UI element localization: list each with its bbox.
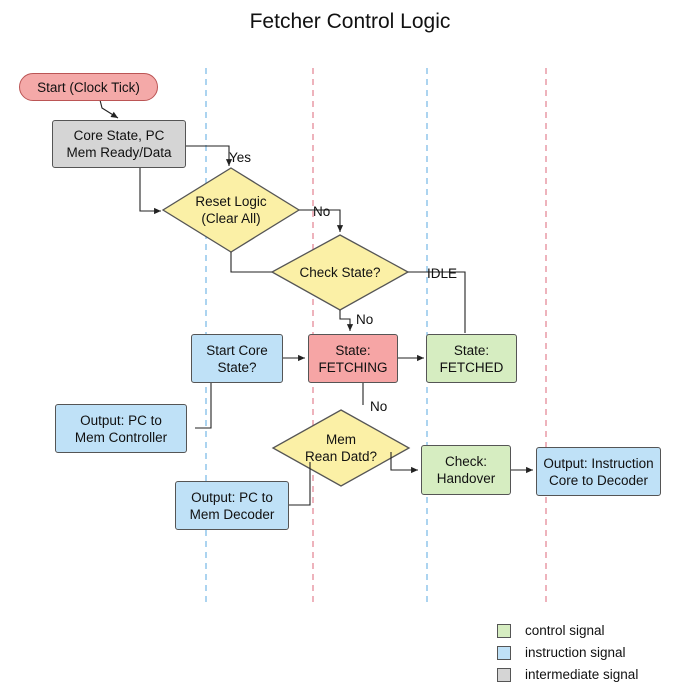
core-state-node: Core State, PC Mem Ready/Data [52,120,186,168]
legend-item-instruction: instruction signal [497,645,626,660]
start-node: Start (Clock Tick) [19,73,158,101]
edge-label-no-check: No [356,312,374,327]
edge-reset-to-check-bottom [230,252,272,273]
edge-start-to-core [99,99,119,119]
state-fetching-node: State: FETCHING [308,334,398,383]
edge-core-to-reset-left [139,168,161,215]
mem-data-label: Mem Rean Datd? [304,432,378,464]
edge-core-to-reset-yes [186,145,233,166]
legend-swatch-instruction [497,645,511,660]
edge-label-no-fetching: No [370,399,388,414]
start-core-state-node: Start Core State? [191,334,283,383]
edge-memdata-to-handover [390,452,418,474]
edge-label-idle: IDLE [427,266,458,281]
edge-label-yes: Yes [229,150,252,165]
output-pc-mem-controller-node: Output: PC to Mem Controller [55,404,187,453]
edge-startcore-to-output-pc-controller [195,383,212,429]
edge-memdata-to-output-pc-decoder [289,462,311,506]
legend-swatch-intermediate [497,667,511,682]
state-fetched-node: State: FETCHED [426,334,517,383]
legend-label-intermediate: intermediate signal [525,667,639,682]
reset-logic-label: Reset Logic (Clear All) [195,194,267,226]
edge-label-no-reset: No [313,204,331,219]
legend-item-control: control signal [497,623,605,638]
check-handover-node: Check: Handover [421,445,511,495]
diagram-title: Fetcher Control Logic [249,10,451,33]
legend-swatch-control [497,623,511,638]
legend-label-instruction: instruction signal [525,645,626,660]
edge-check-to-fetching-no [339,310,354,331]
output-instruction-node: Output: Instruction Core to Decoder [536,447,661,496]
check-state-label: Check State? [299,264,381,280]
legend-label-control: control signal [525,623,605,638]
output-pc-mem-decoder-node: Output: PC to Mem Decoder [175,481,289,530]
edge-check-idle [408,271,466,333]
mem-data-diamond [271,409,411,487]
edge-reset-to-check-no [299,209,344,232]
legend-item-intermediate: intermediate signal [497,667,638,682]
